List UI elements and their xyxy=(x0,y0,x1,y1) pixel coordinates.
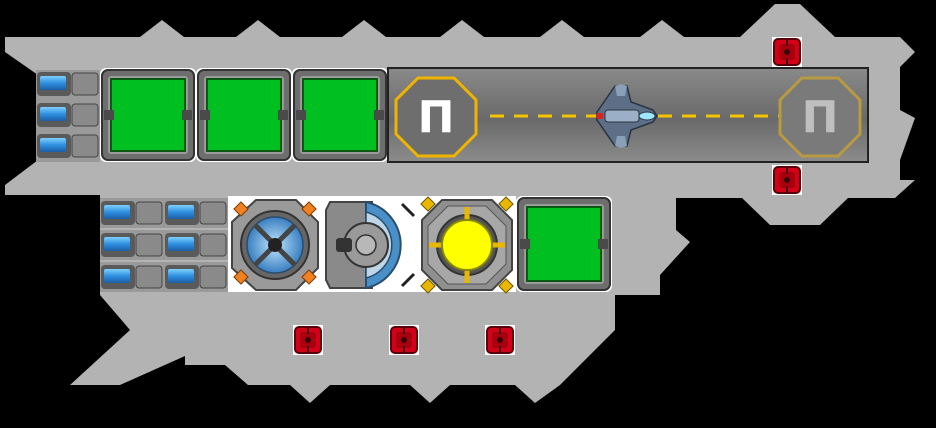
battery-cell[interactable] xyxy=(100,230,164,260)
battery-cell[interactable] xyxy=(37,103,99,127)
battery-cell[interactable] xyxy=(37,72,99,96)
pad-right-glyph: Π xyxy=(802,92,839,143)
battery-bank-top[interactable] xyxy=(36,70,100,162)
battery-cell[interactable] xyxy=(100,198,164,228)
landing-pad-left[interactable]: Π xyxy=(394,76,478,158)
shield-generator[interactable] xyxy=(322,196,418,292)
spaceship-icon[interactable] xyxy=(596,84,658,148)
turret-icon[interactable] xyxy=(293,325,323,355)
turret-icon[interactable] xyxy=(389,325,419,355)
battery-bank-bottom[interactable] xyxy=(100,198,228,292)
turret-icon[interactable] xyxy=(485,325,515,355)
cargo-room[interactable] xyxy=(292,68,388,162)
engine-core-nubs xyxy=(233,201,317,285)
hangar-bay[interactable]: Π Π xyxy=(387,67,869,163)
turret-icon[interactable] xyxy=(772,37,802,67)
engine-core[interactable] xyxy=(228,196,322,292)
reactor-markers xyxy=(420,196,514,294)
landing-pad-right[interactable]: Π xyxy=(778,76,862,158)
battery-cell[interactable] xyxy=(164,198,228,228)
reactor[interactable] xyxy=(418,196,516,294)
pad-left-glyph: Π xyxy=(418,92,455,143)
cargo-room[interactable] xyxy=(100,68,196,162)
turret-icon[interactable] xyxy=(772,165,802,195)
reactor-core xyxy=(441,219,493,271)
battery-cell[interactable] xyxy=(37,134,99,158)
battery-cell[interactable] xyxy=(164,262,228,292)
battery-cell[interactable] xyxy=(164,230,228,260)
cargo-room[interactable] xyxy=(196,68,292,162)
battery-cell[interactable] xyxy=(100,262,164,292)
cargo-room[interactable] xyxy=(516,196,612,292)
